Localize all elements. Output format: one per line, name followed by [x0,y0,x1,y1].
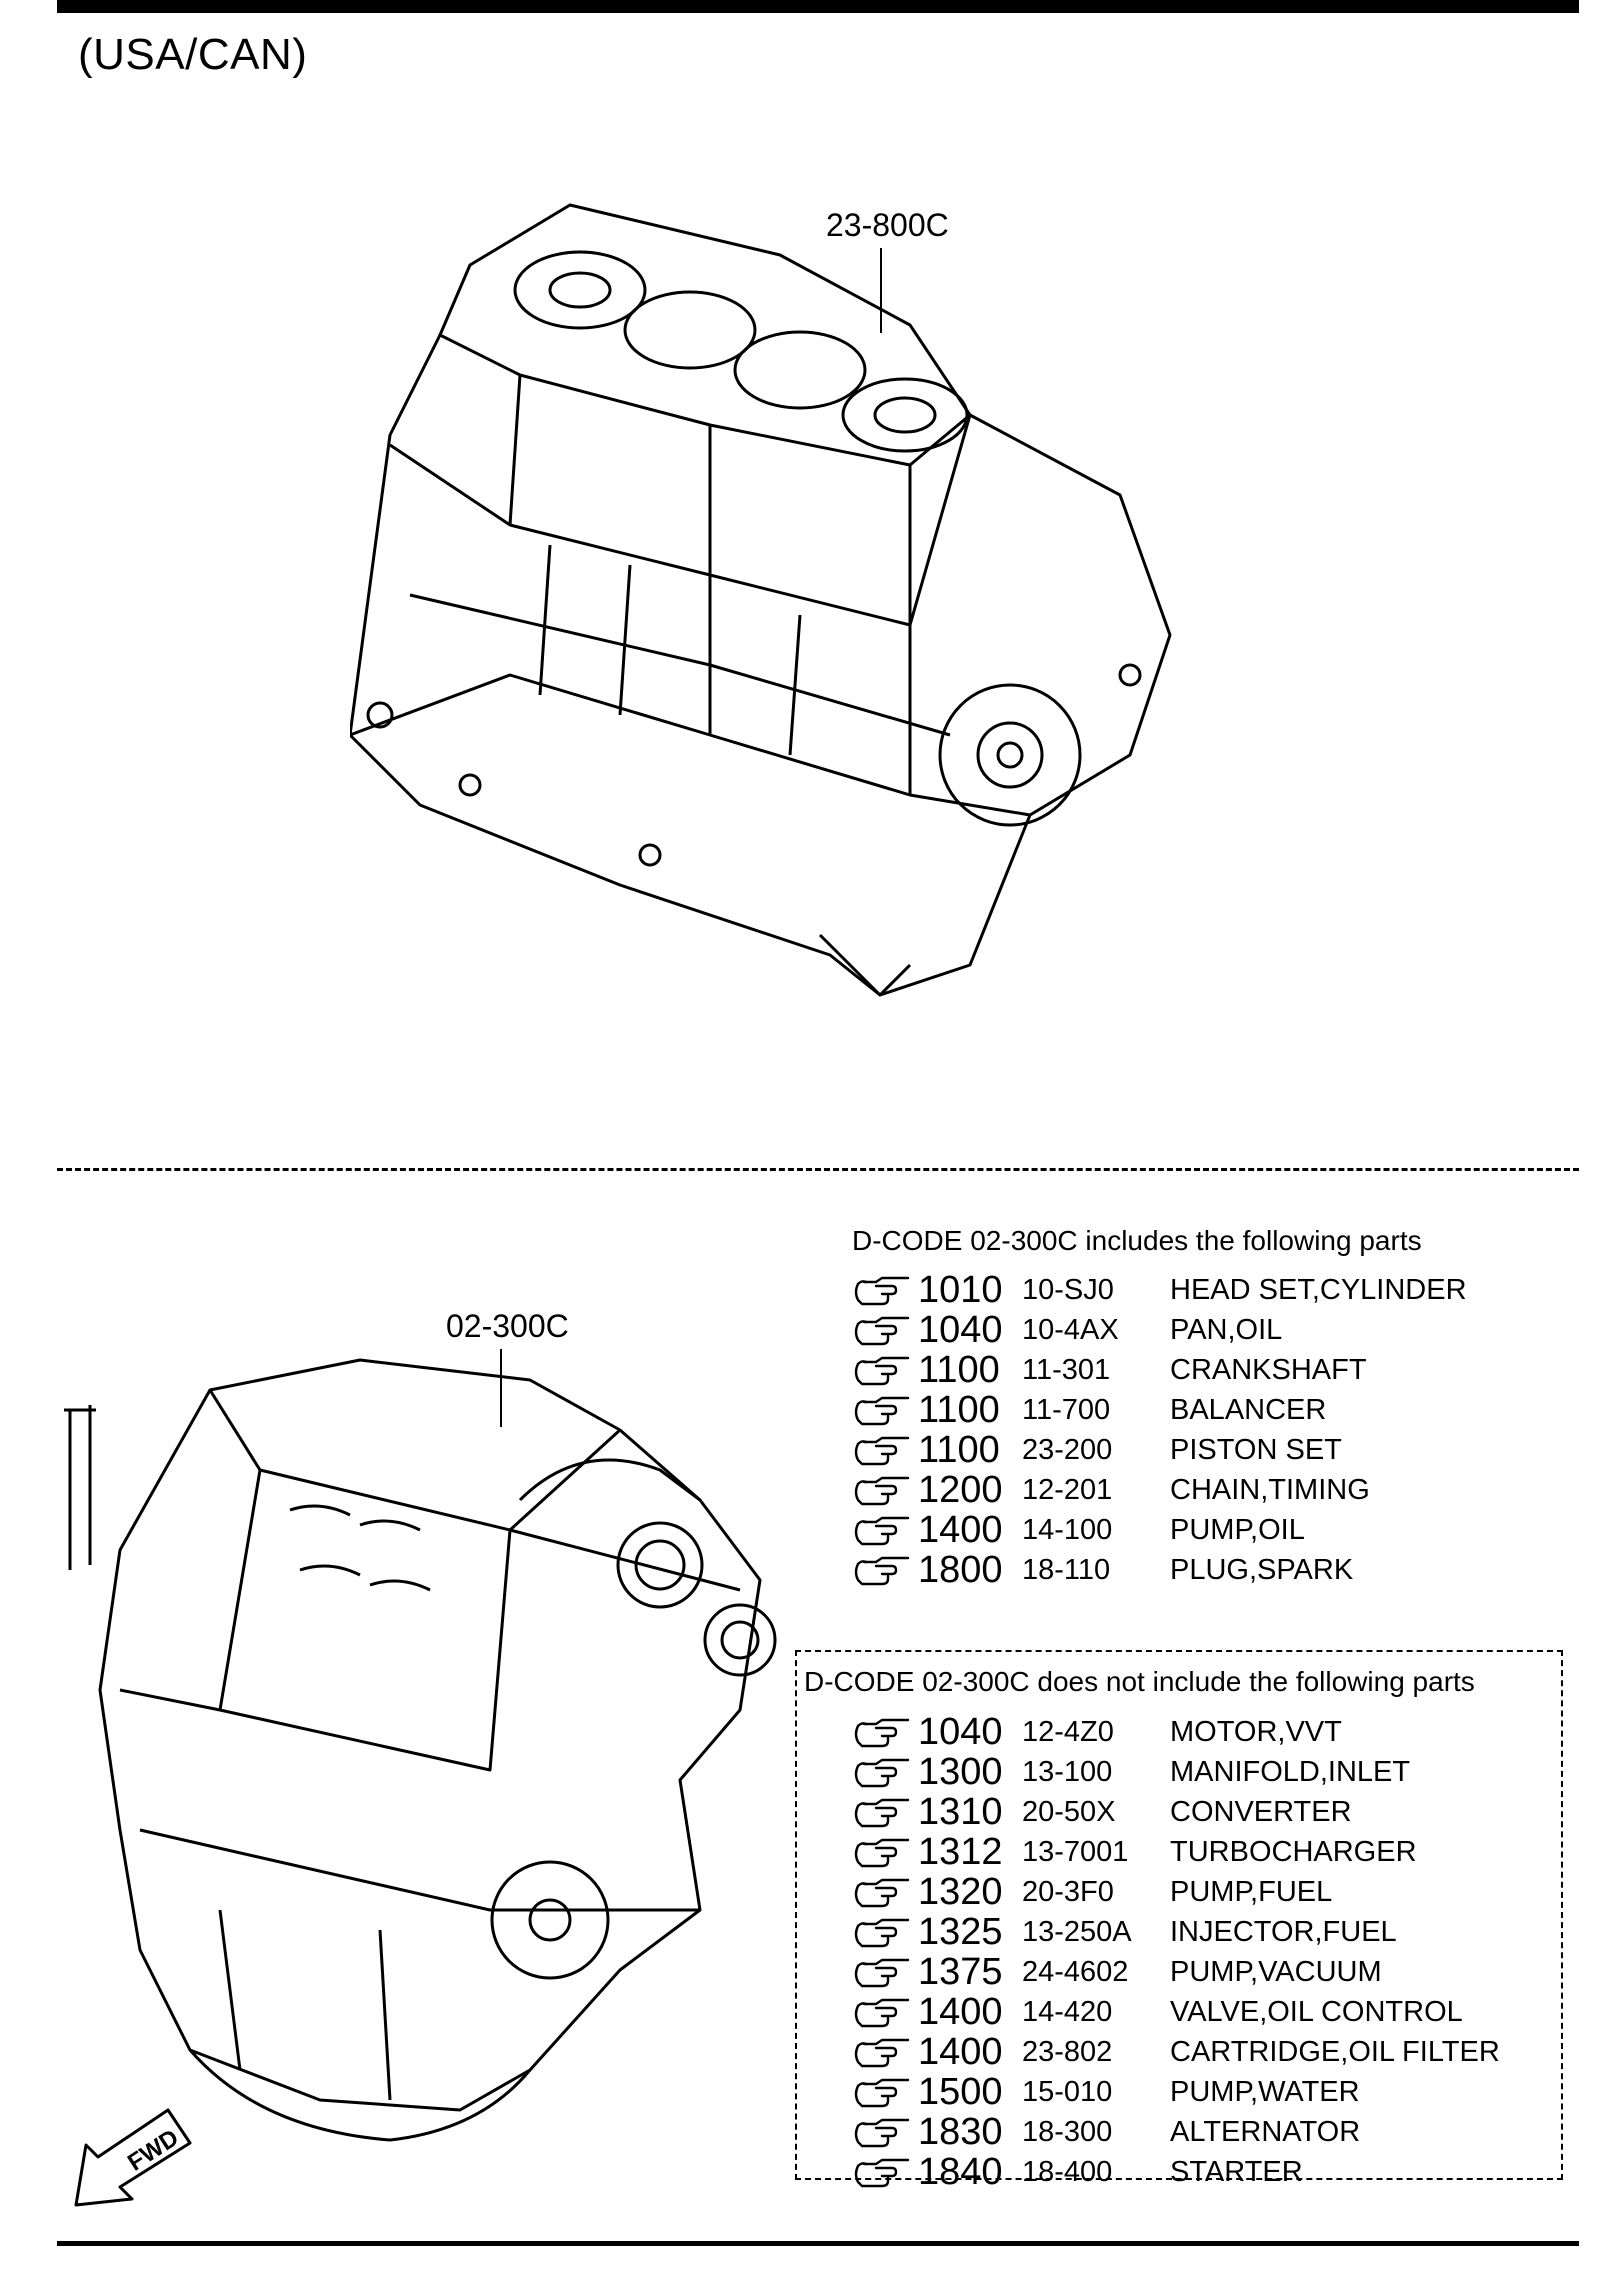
section-divider [57,1168,1579,1171]
complete-engine-drawing [64,1358,777,2142]
pointing-hand-icon [852,1752,912,1792]
top-border [57,0,1579,13]
region-label: (USA/CAN) [78,30,308,79]
pointing-hand-icon [852,1470,912,1510]
pointing-hand-icon [852,2032,912,2072]
pointing-hand-icon [852,1712,912,1752]
callout-leader [880,248,882,333]
bottom-border [57,2241,1579,2246]
pointing-hand-icon [852,1510,912,1550]
pointing-hand-icon [852,1390,912,1430]
excluded-heading: D-CODE 02-300C does not include the foll… [804,1666,1475,1697]
pointing-hand-icon [852,1992,912,2032]
pointing-hand-icon [852,1792,912,1832]
pointing-hand-icon [852,2152,912,2192]
callout-23-800c: 23-800C [826,207,949,243]
pointing-hand-icon [852,1912,912,1952]
callout-02-300c: 02-300C [446,1308,569,1344]
short-block-drawing [350,203,1172,997]
pointing-hand-icon [852,1350,912,1390]
pointing-hand-icon [852,1430,912,1470]
pointing-hand-icon [852,1872,912,1912]
pointing-hand-icon [852,2112,912,2152]
pointing-hand-icon [852,2072,912,2112]
callout-leader [500,1349,502,1427]
included-heading: D-CODE 02-300C includes the following pa… [852,1225,1422,1256]
excluded-parts-box [795,1650,1563,2180]
forward-arrow-icon: FWD [74,2108,192,2207]
pointing-hand-icon [852,1550,912,1590]
pointing-hand-icon [852,1270,912,1310]
pointing-hand-icon [852,1310,912,1350]
pointing-hand-icon [852,1952,912,1992]
pointing-hand-icon [852,1832,912,1872]
